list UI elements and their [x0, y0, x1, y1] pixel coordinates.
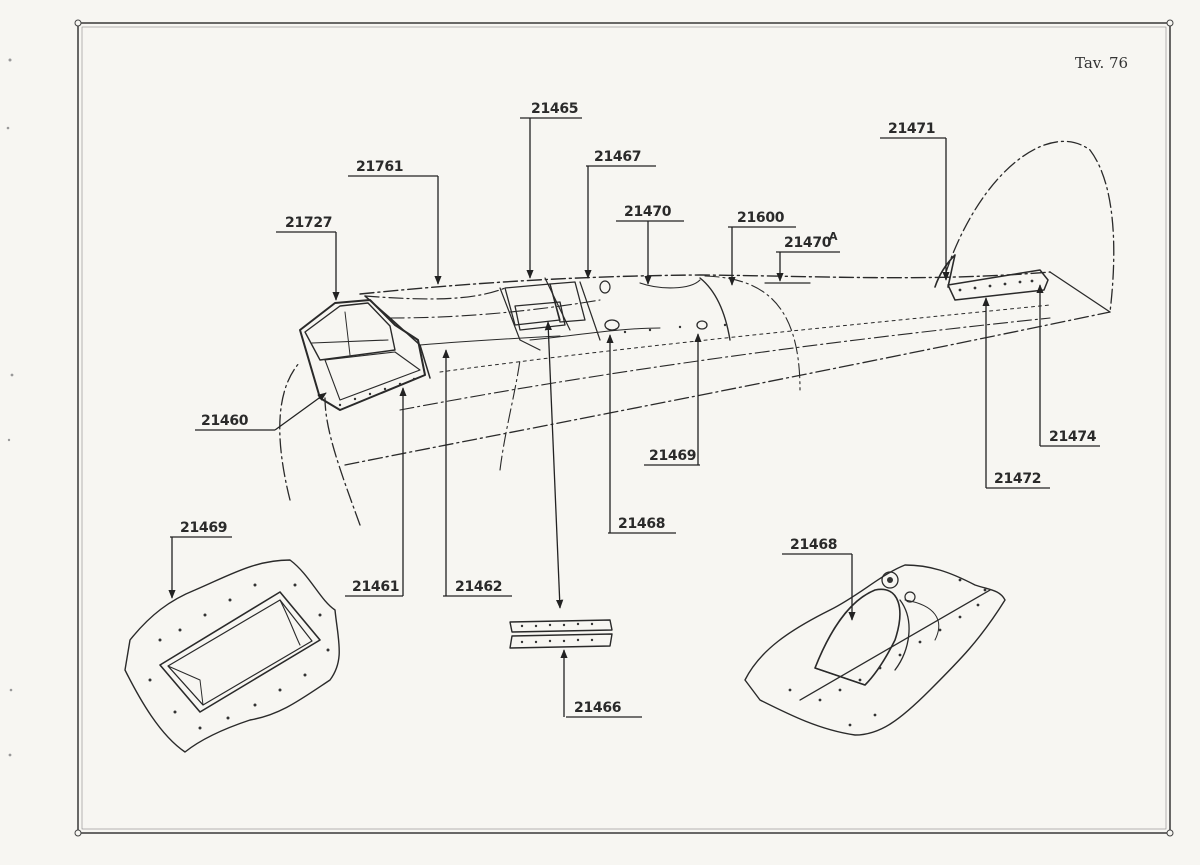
- callout-21461: 21461: [352, 579, 399, 595]
- detail-21468-door: [744, 564, 1006, 736]
- callout-21470a: 21470: [784, 235, 832, 251]
- margin-specks: [6, 58, 14, 757]
- callout-21460: 21460: [201, 413, 249, 429]
- callout-21468-detail: 21468: [790, 537, 837, 553]
- callout-21467: 21467: [594, 149, 641, 165]
- plate-number: Tav. 76: [1075, 54, 1128, 72]
- callout-21465: 21465: [531, 101, 578, 117]
- page-border: [74, 19, 1174, 837]
- callout-21472: 21472: [994, 471, 1041, 487]
- detail-21469-hatch: [124, 559, 340, 753]
- callouts: 21465 21761 21467 21471 21727 21470 2160…: [168, 101, 1100, 718]
- callout-21761: 21761: [356, 159, 403, 175]
- callout-21469-main: 21469: [649, 448, 696, 464]
- callout-21470a-suffix: A: [829, 230, 838, 243]
- callout-21474: 21474: [1049, 429, 1097, 445]
- callout-21600: 21600: [737, 210, 785, 226]
- callout-21466: 21466: [574, 700, 621, 716]
- detail-21466-strip: [509, 619, 613, 649]
- callout-21727: 21727: [285, 215, 332, 231]
- callout-21468-main: 21468: [618, 516, 665, 532]
- callout-21471: 21471: [888, 121, 935, 137]
- access-hatch-21469: [696, 320, 708, 330]
- callout-21470: 21470: [624, 204, 672, 220]
- access-hatch-21468: [604, 319, 620, 331]
- callout-21469-detail: 21469: [180, 520, 227, 536]
- callout-21462: 21462: [455, 579, 502, 595]
- fuselage-outline: [279, 140, 1115, 526]
